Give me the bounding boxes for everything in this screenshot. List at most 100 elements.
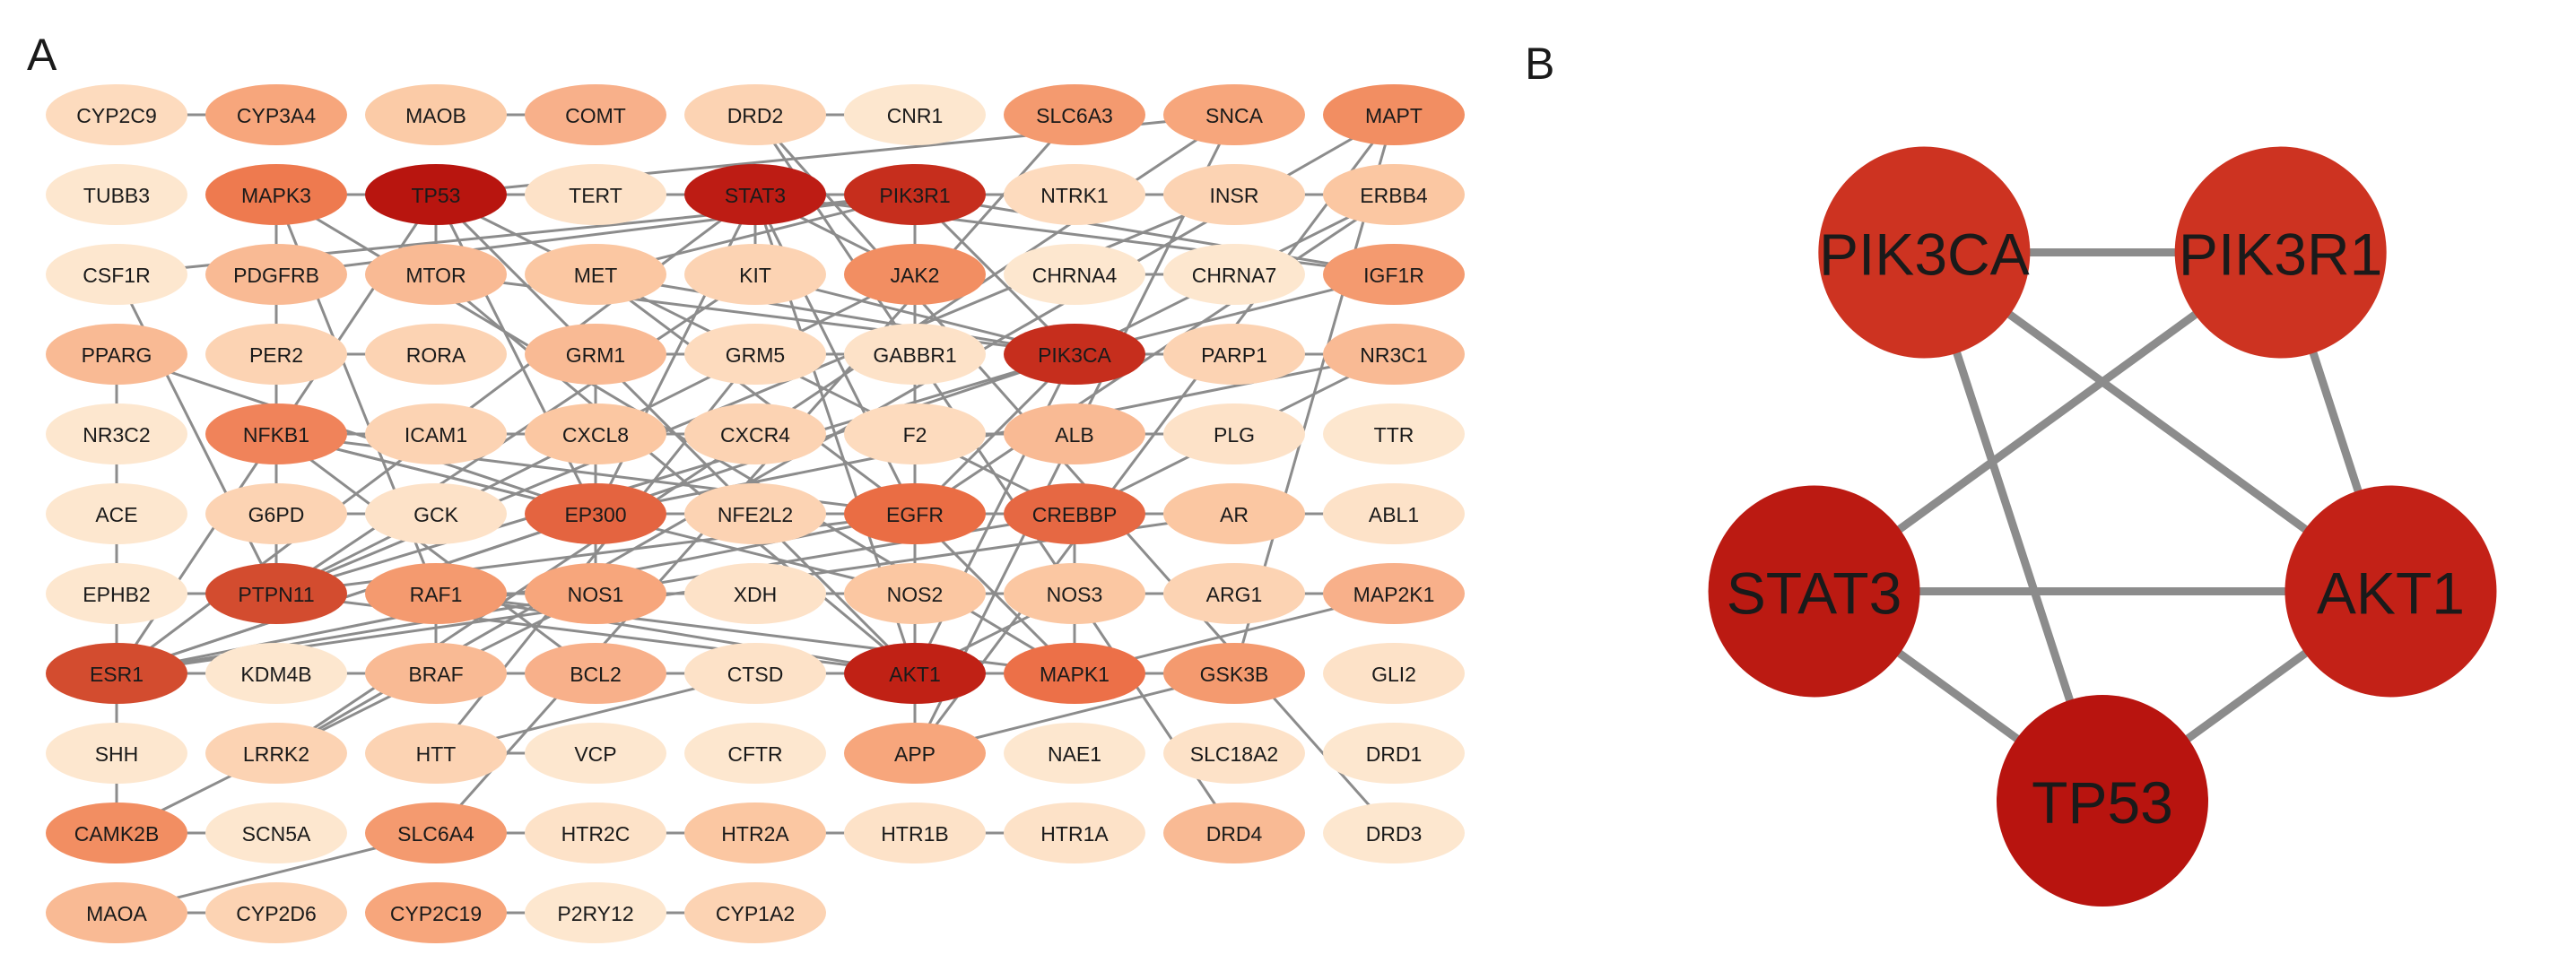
node-ephb2: EPHB2 [46,563,187,624]
node-shape [525,882,666,943]
node-shape [1004,723,1145,784]
node-stat3: STAT3 [684,164,826,225]
hub-node-shape [2284,485,2497,698]
node-label: CYP2D6 [236,902,316,925]
node-shh: SHH [46,723,187,784]
node-shape [205,164,347,225]
node-shape [844,483,986,544]
node-label: HTT [416,742,457,766]
node-label: VCP [574,742,616,766]
node-pik3r1: PIK3R1 [844,164,986,225]
node-shape [525,643,666,704]
node-label: SNCA [1205,104,1264,127]
node-label: GABBR1 [873,343,956,367]
node-shape [684,164,826,225]
node-label: BCL2 [570,663,622,686]
node-label: GRM1 [566,343,625,367]
node-label: CYP1A2 [716,902,795,925]
node-app: APP [844,723,986,784]
node-label: NAE1 [1048,742,1101,766]
node-shape [46,244,187,305]
node-shape [365,403,507,464]
node-label: ARG1 [1206,583,1263,606]
node-label: CAMK2B [74,822,160,846]
node-label: XDH [734,583,778,606]
node-label: MAOB [405,104,466,127]
node-shape [1323,84,1465,145]
node-shape [1004,244,1145,305]
node-egfr: EGFR [844,483,986,544]
node-shape [684,84,826,145]
node-label: MTOR [405,264,466,287]
edge-drd3-drd2 [753,114,1396,834]
node-label: EP300 [564,503,626,526]
node-jak2: JAK2 [844,244,986,305]
node-ep300: EP300 [525,483,666,544]
node-shape [684,643,826,704]
node-label: LRRK2 [243,742,309,766]
node-shape [525,164,666,225]
node-f2: F2 [844,403,986,464]
node-label: NOS3 [1047,583,1103,606]
node-shape [1004,403,1145,464]
node-erbb4: ERBB4 [1323,164,1465,225]
node-shape [1323,563,1465,624]
node-vcp: VCP [525,723,666,784]
node-shape [525,403,666,464]
hub-node-stat3: STAT3 [1708,485,1920,698]
node-htr1a: HTR1A [1004,802,1145,863]
node-met: MET [525,244,666,305]
node-ntrk1: NTRK1 [1004,164,1145,225]
node-kdm4b: KDM4B [205,643,347,704]
node-raf1: RAF1 [365,563,507,624]
node-htr2a: HTR2A [684,802,826,863]
node-label: EGFR [886,503,944,526]
node-shape [1163,483,1305,544]
edge-pik3r1-igf1r [914,193,1395,276]
node-label: ACE [95,503,137,526]
node-label: F2 [903,423,927,447]
hub-node-pik3ca: PIK3CA [1818,146,2031,359]
node-shape [46,563,187,624]
node-bcl2: BCL2 [525,643,666,704]
node-snca: SNCA [1163,84,1305,145]
node-shape [525,84,666,145]
hub-node-shape [2174,146,2387,359]
node-shape [1323,244,1465,305]
node-cxcl8: CXCL8 [525,403,666,464]
node-shape [525,324,666,385]
node-tubb3: TUBB3 [46,164,187,225]
node-nr3c1: NR3C1 [1323,324,1465,385]
node-ar: AR [1163,483,1305,544]
edge-ep300-esr1 [116,512,596,675]
node-shape [684,563,826,624]
node-label: PIK3CA [1038,343,1111,367]
node-shape [1163,563,1305,624]
node-shape [205,483,347,544]
node-rora: RORA [365,324,507,385]
hub-node-shape [1818,146,2031,359]
node-label: JAK2 [891,264,940,287]
node-esr1: ESR1 [46,643,187,704]
node-camk2b: CAMK2B [46,802,187,863]
node-label: G6PD [248,503,305,526]
node-label: AR [1220,503,1249,526]
node-label: MAP2K1 [1353,583,1435,606]
node-shape [844,324,986,385]
node-label: P2RY12 [557,902,633,925]
node-label: CYP2C19 [390,902,482,925]
node-scn5a: SCN5A [205,802,347,863]
node-shape [684,723,826,784]
hub-node-label: TP53 [2032,769,2173,836]
node-gli2: GLI2 [1323,643,1465,704]
node-ptpn11: PTPN11 [205,563,347,624]
node-label: CYP3A4 [237,104,316,127]
node-shape [365,802,507,863]
node-shape [365,164,507,225]
node-label: DRD2 [727,104,784,127]
node-nfe2l2: NFE2L2 [684,483,826,544]
node-label: HTR2A [721,822,789,846]
node-tert: TERT [525,164,666,225]
node-label: NTRK1 [1040,184,1108,207]
